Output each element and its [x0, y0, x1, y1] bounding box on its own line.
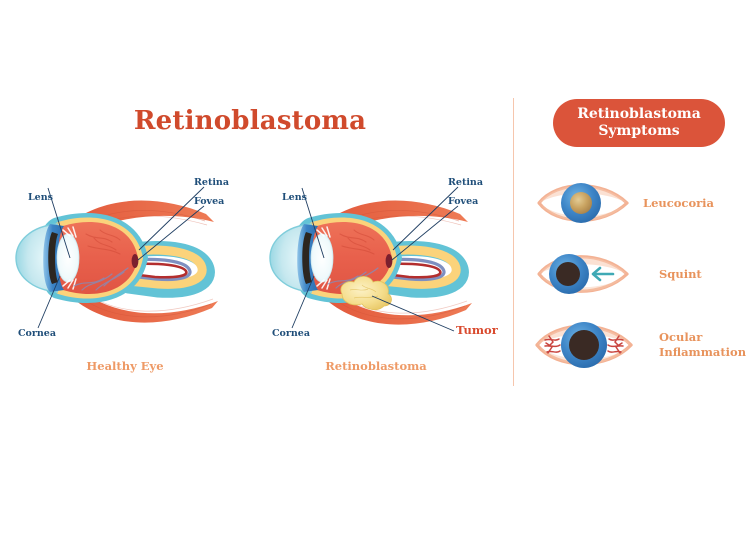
leader-lines	[37, 186, 205, 329]
pupil	[302, 232, 312, 284]
panel-divider	[513, 98, 514, 386]
symptom-label-squint: Squint	[659, 267, 702, 281]
label-tumor: Tumor	[456, 323, 498, 337]
leader-tumor	[371, 295, 455, 332]
pupil	[48, 232, 58, 284]
label-lens: Lens	[28, 192, 53, 203]
pupil	[569, 330, 599, 360]
leader-fovea	[391, 205, 459, 261]
retinal-vessels	[85, 229, 121, 255]
leader-cornea	[37, 275, 61, 329]
symptom-label-ocular-inflammation: Ocular Inflammation	[659, 330, 746, 360]
lower-lid-shade	[541, 205, 625, 221]
upper-lid-shade	[537, 326, 631, 345]
leader-fovea	[137, 205, 205, 261]
tumor-mass	[340, 275, 392, 310]
retinoblastoma-eye-diagram: Lens Cornea Retina Fovea Tumor	[258, 168, 508, 348]
retinoblastoma-eye-caption: Retinoblastoma	[325, 359, 427, 373]
leader-lines	[291, 186, 459, 332]
lens	[56, 233, 80, 283]
inflammation-vessels-right	[607, 335, 624, 354]
symptom-item-leucocoria: Leucocoria	[531, 172, 741, 234]
healthy-eye-diagram: Lens Cornea Retina Fovea	[8, 168, 240, 348]
symptom-label-leucocoria: Leucocoria	[643, 196, 714, 210]
optic-nerve	[120, 241, 215, 298]
ciliary-fibers	[316, 226, 331, 290]
label-lens: Lens	[282, 192, 307, 203]
retinal-vessels	[339, 229, 375, 255]
lens	[310, 233, 334, 283]
label-retina: Retina	[448, 177, 483, 188]
symptom-item-squint: Squint	[531, 243, 741, 305]
label-retina: Retina	[194, 177, 229, 188]
leader-retina	[392, 186, 459, 251]
leader-lens	[47, 187, 71, 259]
symptom-label-line2: Inflammation	[659, 345, 746, 359]
tumor-texture	[349, 284, 379, 299]
squint-direction-arrow	[591, 266, 615, 282]
leader-retina	[138, 186, 205, 251]
pupil	[556, 262, 580, 286]
symptoms-badge: Retinoblastoma Symptoms	[553, 99, 725, 147]
retinal-vessels-lower	[73, 267, 129, 291]
symptoms-badge-line1: Retinoblastoma	[577, 106, 701, 122]
ciliary-fibers	[62, 226, 77, 290]
page-title: Retinoblastoma	[133, 106, 367, 136]
inflammation-vessels-left	[544, 335, 561, 354]
lower-lid-shade	[539, 347, 629, 365]
fovea	[385, 254, 393, 268]
fovea	[131, 254, 139, 268]
leader-lens	[301, 187, 325, 259]
optic-nerve	[374, 241, 469, 298]
healthy-eye-caption: Healthy Eye	[86, 359, 164, 373]
label-fovea: Fovea	[194, 196, 225, 207]
upper-lid-shade	[539, 185, 627, 203]
symptoms-badge-line2: Symptoms	[598, 123, 680, 139]
symptom-label-line1: Ocular	[659, 330, 703, 344]
symptom-item-ocular-inflammation: Ocular Inflammation	[531, 312, 746, 378]
label-cornea: Cornea	[272, 328, 311, 339]
label-fovea: Fovea	[448, 196, 479, 207]
leader-cornea	[291, 275, 315, 329]
pupil-leucocoria	[570, 192, 592, 214]
label-cornea: Cornea	[18, 328, 57, 339]
